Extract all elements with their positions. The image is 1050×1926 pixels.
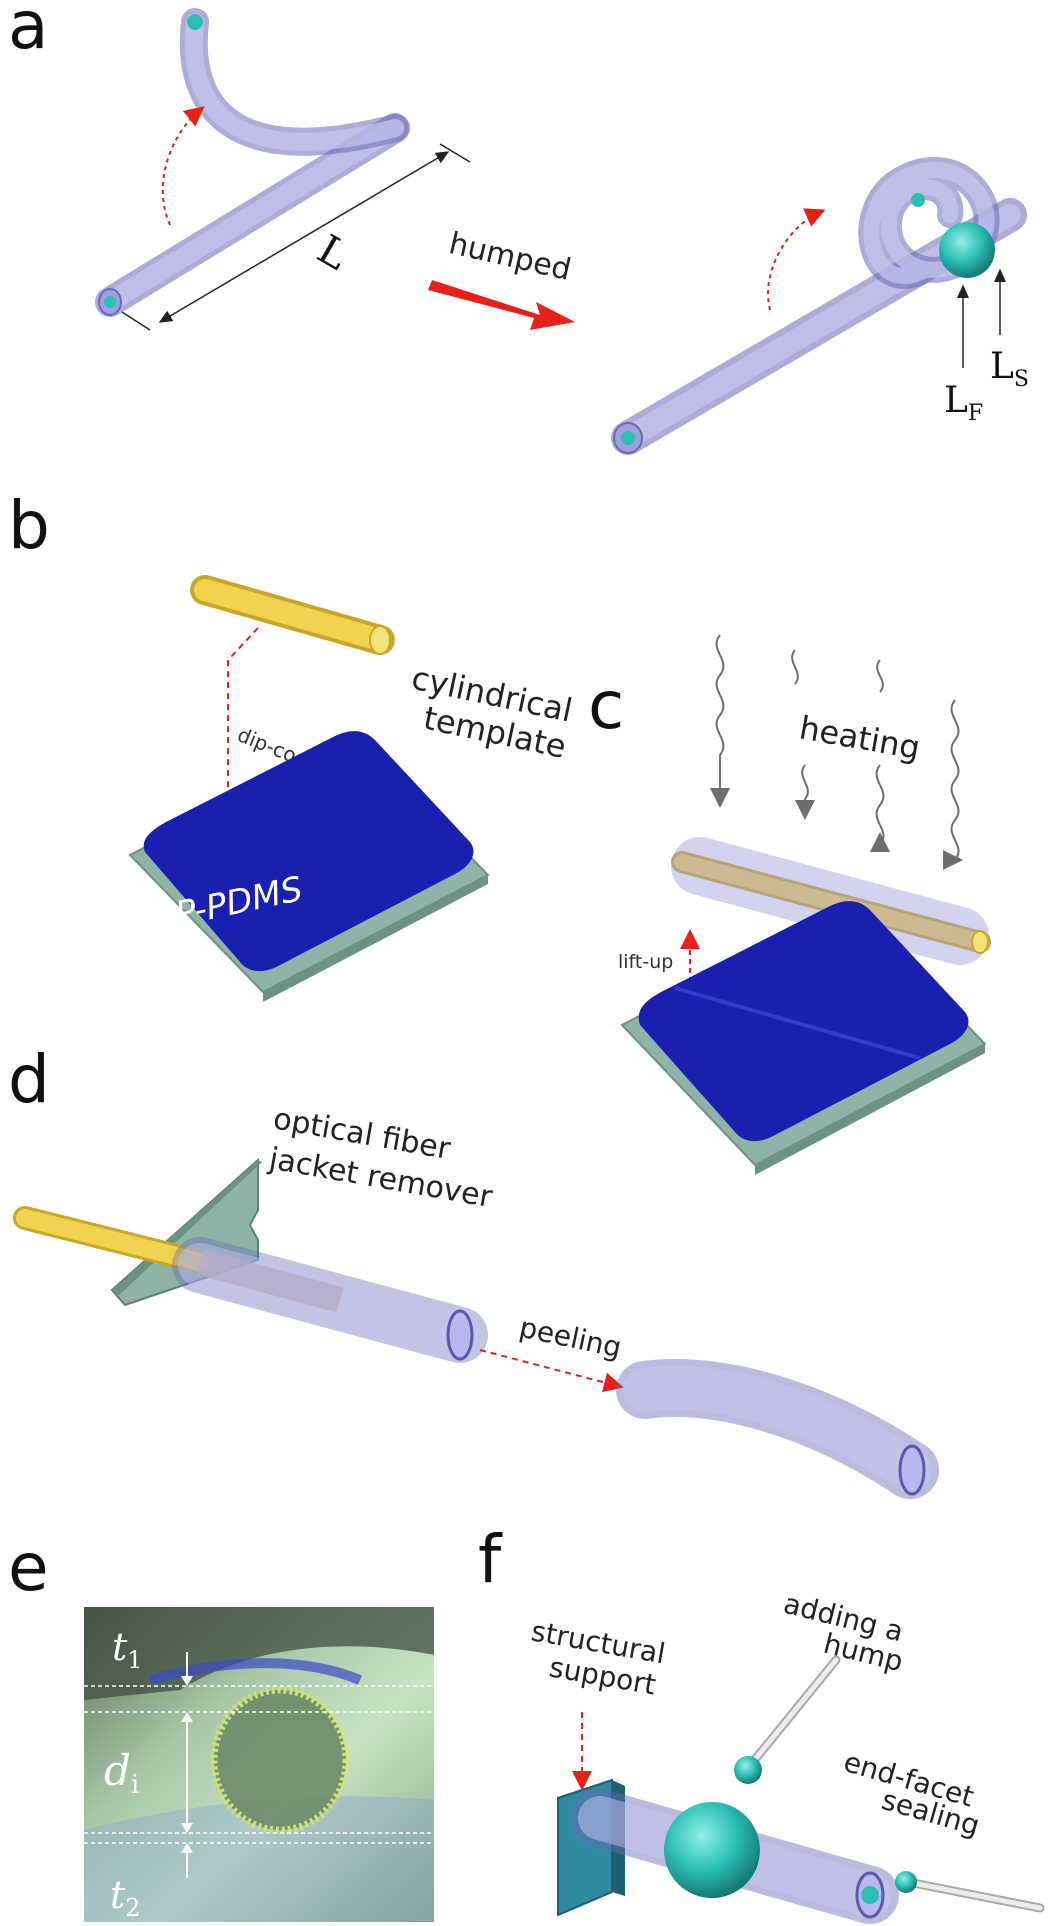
svg-text:t1: t1: [112, 1625, 143, 1674]
length-label: L: [310, 226, 356, 279]
t1-main: t: [112, 1625, 128, 1669]
panel-a-letter: a: [8, 0, 48, 64]
panel-d-letter: d: [8, 1041, 50, 1118]
t1-sub: 1: [127, 1646, 142, 1674]
lift-label: lift-up: [618, 951, 673, 973]
t2-sub: 2: [125, 1894, 140, 1922]
humped-tube: [611, 157, 1027, 455]
panel-e-letter: e: [8, 1529, 49, 1606]
di-sub: i: [131, 1770, 139, 1800]
curved-tube-arm: [179, 8, 409, 156]
heating-waves: [710, 634, 971, 867]
hump-ball-f: [664, 1802, 760, 1898]
svg-text:LS: LS: [990, 346, 1029, 392]
micrograph: [84, 1607, 434, 1922]
fold-arrow-a-right: [767, 208, 826, 311]
ls-annotation: LS: [990, 268, 1029, 392]
hump-ball: [939, 222, 995, 278]
di-main: d: [104, 1746, 131, 1795]
ls-sub: S: [1014, 367, 1029, 392]
fold-arrow-a-left: [161, 106, 205, 226]
cylindrical-template: [190, 575, 395, 655]
panel-f-letter: f: [478, 1521, 503, 1598]
humped-label: humped: [446, 226, 574, 288]
peeling-label: peeling: [517, 1311, 625, 1365]
t2-main: t: [110, 1873, 126, 1917]
substrate-b: [128, 731, 490, 1002]
coated-template-c: [671, 837, 991, 965]
panel-a: a L humped: [8, 0, 1029, 455]
coated-tube-d: [172, 1237, 488, 1363]
panel-c: c heating lift-up: [588, 634, 991, 1175]
dip-arrow: [218, 627, 259, 846]
panel-b: b cylindrical template dip-coating LP-PD…: [8, 487, 576, 1002]
pdms-pool-c: [638, 901, 969, 1142]
peeling-arrow: [479, 1349, 624, 1393]
svg-text:t2: t2: [110, 1873, 141, 1922]
svg-text:LF: LF: [944, 380, 983, 426]
panel-f: f structural support adding a hump end-f…: [478, 1521, 1045, 1924]
pdms-pool-b: [143, 731, 474, 972]
fiber-template-d: [13, 1206, 344, 1313]
peeled-tube: [616, 1359, 939, 1499]
hump-applicator: [734, 1655, 841, 1784]
substrate-c: [620, 901, 987, 1175]
panel-b-letter: b: [8, 487, 50, 564]
svg-text:di: di: [104, 1746, 139, 1800]
straight-tube-left: [95, 113, 410, 317]
lf-sub: F: [968, 401, 983, 426]
panel-e: e t1 di t2: [8, 1529, 434, 1922]
lf-annotation: LF: [944, 284, 983, 426]
humped-arrow: humped: [428, 226, 575, 330]
ls-main: L: [990, 346, 1014, 387]
lf-main: L: [944, 380, 968, 421]
panel-c-letter: c: [588, 667, 624, 744]
seal-applicator: [895, 1871, 1045, 1913]
heating-label: heating: [797, 708, 923, 767]
